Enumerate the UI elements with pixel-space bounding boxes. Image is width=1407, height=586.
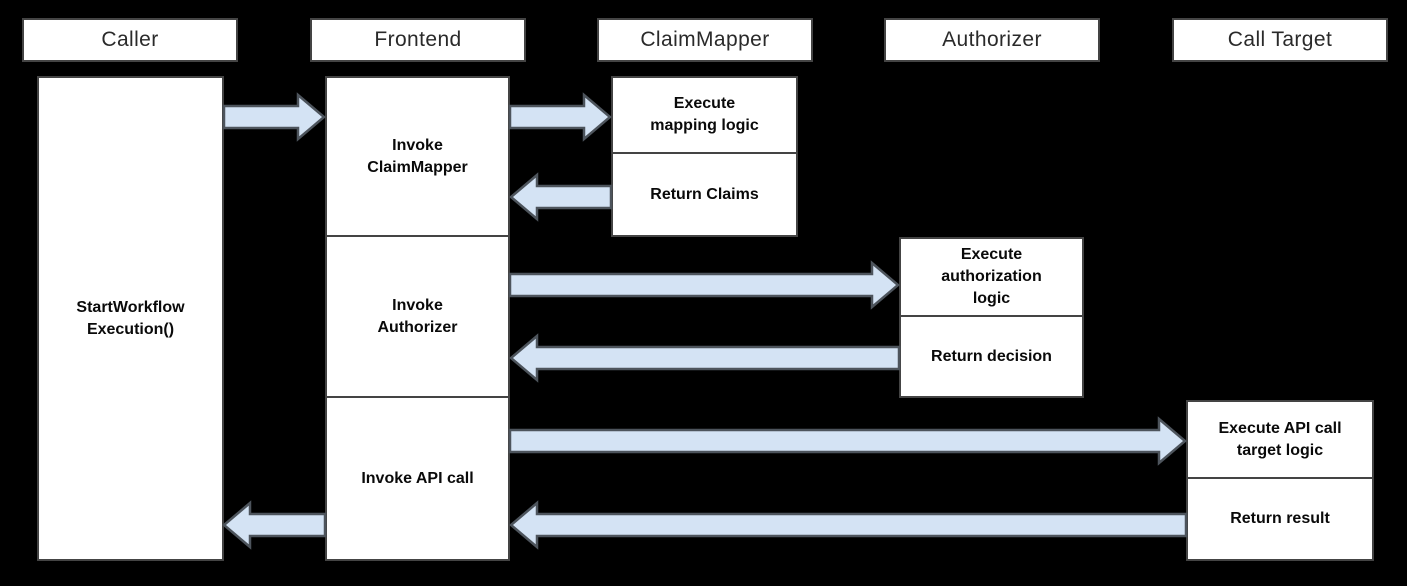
step-label: StartWorkflow Execution()	[76, 298, 185, 338]
step-box-return-decision: Return decision	[899, 315, 1084, 398]
lifeline-header-claimmapper: ClaimMapper	[597, 18, 813, 62]
step-label: Return Claims	[650, 185, 759, 203]
step-label: Return result	[1230, 510, 1330, 527]
lifeline-title: ClaimMapper	[640, 28, 770, 51]
lifeline-header-authorizer: Authorizer	[884, 18, 1100, 62]
lifeline-header-caller: Caller	[22, 18, 238, 62]
step-label: Invoke API call	[361, 469, 474, 487]
arrow-calltarget-to-frontend	[509, 500, 1188, 550]
arrow-frontend-to-caller	[222, 500, 327, 550]
lifeline-title: Caller	[101, 28, 159, 51]
step-box-execute-api-call-target-logic: Execute API call target logic	[1186, 400, 1374, 479]
step-box-execute-mapping-logic: Execute mapping logic	[611, 76, 798, 154]
step-box-start-workflow-execution: StartWorkflow Execution()	[37, 76, 224, 561]
step-label: Execute API call target logic	[1218, 419, 1342, 459]
arrow-frontend-to-authorizer	[508, 260, 900, 310]
step-label: Execute authorization logic	[941, 246, 1042, 307]
arrow-authorizer-to-frontend	[509, 333, 901, 383]
step-label: Invoke Authorizer	[377, 296, 458, 336]
step-box-execute-authorization-logic: Execute authorization logic	[899, 237, 1084, 317]
arrow-frontend-to-claimmapper	[508, 92, 612, 142]
step-box-invoke-api-call: Invoke API call	[325, 396, 510, 561]
lifeline-title: Call Target	[1227, 28, 1333, 51]
step-box-invoke-authorizer: Invoke Authorizer	[325, 235, 510, 398]
step-box-invoke-claimmapper: Invoke ClaimMapper	[325, 76, 510, 237]
step-box-return-result: Return result	[1186, 477, 1374, 561]
step-label: Return decision	[931, 347, 1052, 365]
step-label: Execute mapping logic	[650, 95, 759, 134]
lifeline-header-frontend: Frontend	[310, 18, 526, 62]
step-box-return-claims: Return Claims	[611, 152, 798, 237]
step-label: Invoke ClaimMapper	[367, 136, 468, 176]
lifeline-title: Frontend	[374, 28, 462, 51]
arrow-caller-to-frontend	[222, 92, 326, 142]
lifeline-title: Authorizer	[942, 28, 1042, 51]
arrow-claimmapper-to-frontend	[509, 172, 613, 222]
arrow-frontend-to-calltarget	[508, 416, 1187, 466]
lifeline-header-call-target: Call Target	[1172, 18, 1388, 62]
